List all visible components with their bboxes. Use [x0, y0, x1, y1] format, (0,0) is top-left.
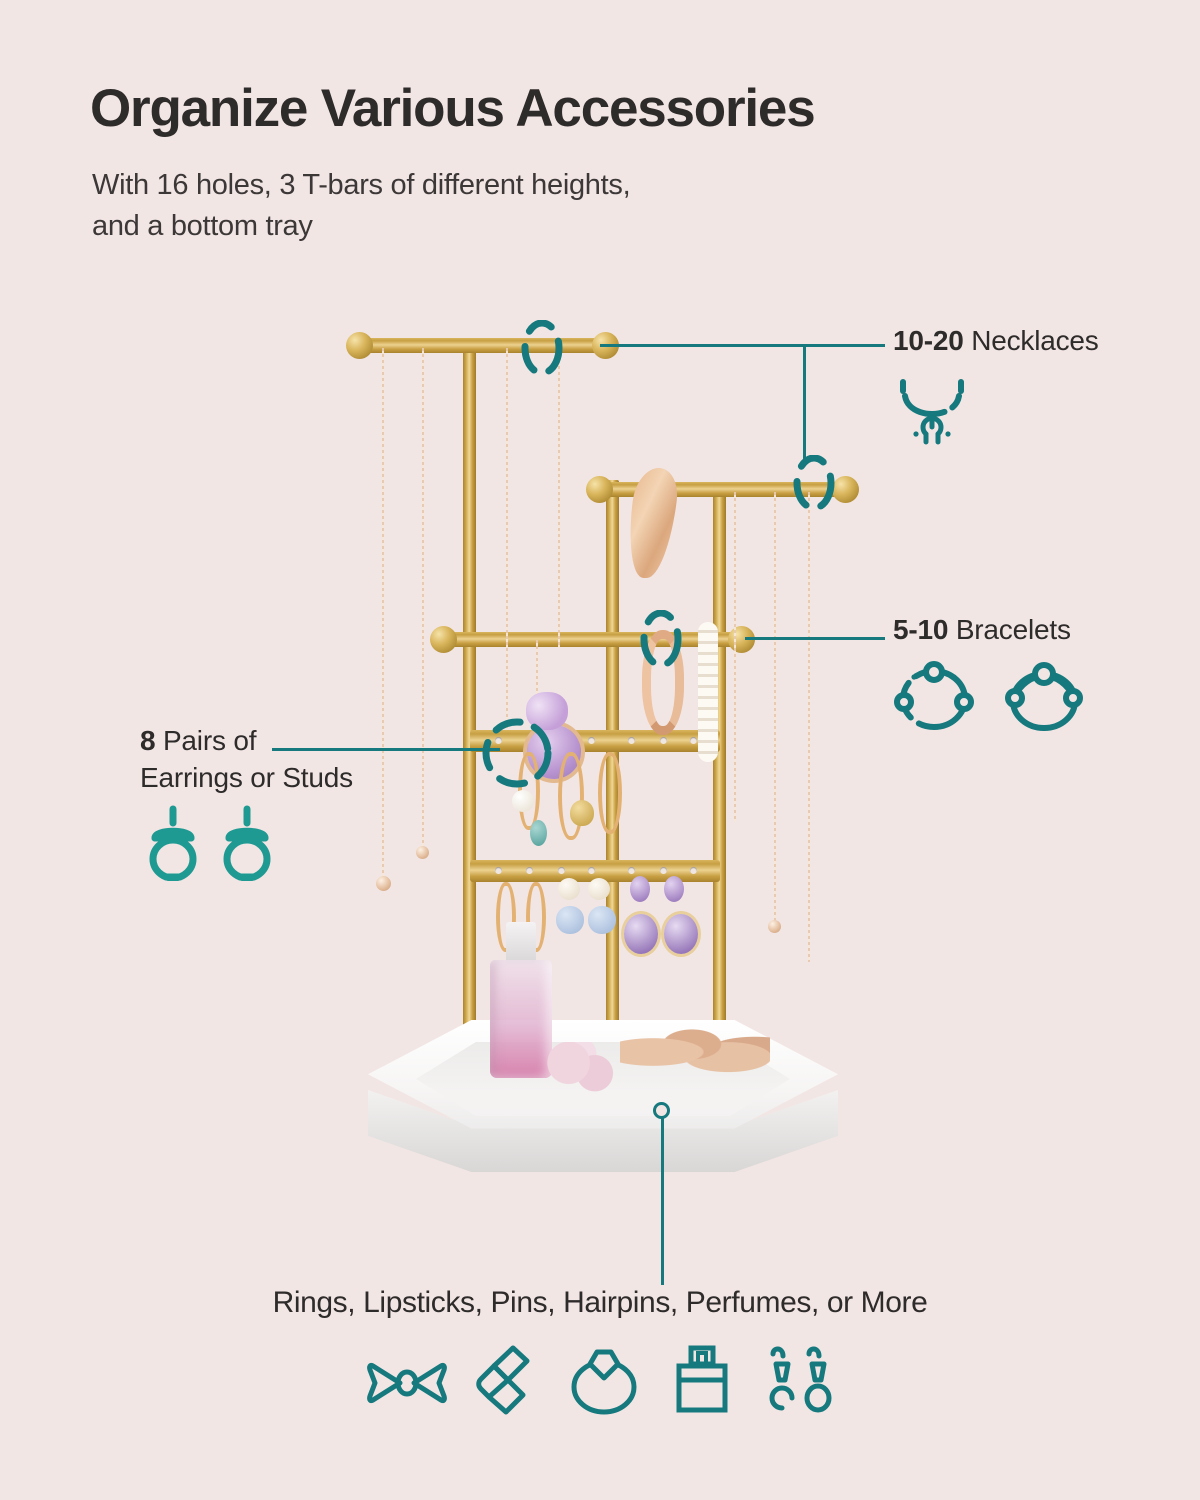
callout-earrings-count: 8: [140, 725, 156, 756]
post-right: [713, 490, 726, 1038]
tray-anchor-dot: [653, 1102, 670, 1119]
gold-bell-charm: [570, 800, 594, 826]
earring-hole: [690, 737, 697, 744]
callout-bracelets-count: 5-10: [893, 614, 949, 645]
post-left: [463, 344, 476, 1044]
highlight-ring-bracelet: [640, 610, 682, 668]
earring-hole: [588, 737, 595, 744]
hoop-earring: [598, 752, 622, 834]
earring-icon-group: [140, 805, 280, 881]
amethyst-stud-earring: [664, 876, 684, 902]
earring-hole: [526, 867, 533, 874]
blue-gem-earring: [556, 906, 584, 934]
perfume-bottle-cap: [506, 922, 536, 964]
earring-hole: [660, 737, 667, 744]
callout-necklaces: 10-20 Necklaces: [893, 325, 1099, 357]
necklace-chain: [558, 348, 560, 648]
hoop-earring: [526, 882, 546, 952]
leader-line-necklaces: [600, 344, 885, 347]
bottom-icon-group: [0, 1340, 1200, 1416]
perfume-bottle: [490, 960, 552, 1078]
t-bar-top: [360, 338, 608, 353]
amethyst-drop-earring: [624, 914, 658, 954]
earring-stud-icon: [223, 805, 271, 881]
necklace-chain: [734, 492, 736, 822]
ring-icon: [571, 1349, 637, 1415]
callout-earrings: 8 Pairs of Earrings or Studs: [140, 722, 353, 796]
necklace-pendant: [376, 876, 391, 891]
jewelry-stand-illustration: [330, 300, 890, 1172]
hair-bow-icon: [367, 1362, 447, 1404]
leader-line-tray: [661, 1110, 664, 1285]
necklace-chain: [506, 348, 508, 728]
pearl-bracelet: [698, 622, 718, 762]
earring-hole: [690, 867, 697, 874]
lipstick-icon: [476, 1345, 530, 1415]
callout-earrings-label-line1: Pairs of: [155, 725, 257, 756]
rings-pile: [620, 1020, 770, 1084]
necklace-chain: [382, 348, 384, 878]
bracelet-beaded-icon: [894, 661, 974, 730]
blue-gem-earring: [588, 906, 616, 934]
t-bar-middle-ball-left: [586, 476, 613, 503]
page-subtitle: With 16 holes, 3 T-bars of different hei…: [92, 169, 631, 243]
highlight-ring-earring-hole: [482, 718, 552, 788]
bracelet-icon-group: [892, 660, 1086, 734]
hoop-earring: [558, 752, 584, 840]
teal-gem-pendant: [530, 820, 547, 846]
bottom-caption: Rings, Lipsticks, Pins, Hairpins, Perfum…: [272, 1286, 928, 1319]
t-bar-middle-ball-right: [832, 476, 859, 503]
earring-hole: [628, 737, 635, 744]
leader-line-necklaces-branch: [803, 344, 806, 464]
highlight-ring-necklace-mid: [793, 455, 835, 511]
necklace-chain: [808, 492, 810, 962]
leader-line-bracelets: [745, 637, 885, 640]
earring-hole-bar-lower: [470, 860, 720, 882]
necklace-pendant: [768, 920, 781, 933]
t-bar-top-ball-left: [346, 332, 373, 359]
bracelet-chain-icon: [1005, 662, 1083, 731]
necklace-chain: [774, 492, 776, 922]
amethyst-stud-earring: [630, 876, 650, 902]
amethyst-drop-earring: [664, 914, 698, 954]
earring-hole: [558, 867, 565, 874]
pearl-drop: [512, 790, 534, 812]
perfume-bottle-icon: [676, 1345, 728, 1413]
crystal-flower: [544, 1042, 626, 1094]
floral-pendant: [526, 692, 568, 730]
earring-hole: [660, 867, 667, 874]
leader-line-earrings: [272, 748, 500, 751]
heart-stud-earring: [588, 878, 610, 900]
earring-hole: [495, 867, 502, 874]
t-bar-lower: [442, 632, 742, 647]
rose-gold-bangle: [642, 630, 684, 735]
necklace-icon-group: [890, 372, 974, 450]
earring-hole: [588, 867, 595, 874]
callout-necklaces-count: 10-20: [893, 325, 964, 356]
callout-earrings-label-line2: Earrings or Studs: [140, 762, 353, 794]
t-bar-lower-ball-left: [430, 626, 457, 653]
callout-bracelets-label: Bracelets: [948, 614, 1071, 645]
earring-hole: [628, 867, 635, 874]
necklace-icon: [900, 379, 964, 445]
earrings-pair-icon: [769, 1346, 832, 1413]
earring-stud-icon: [149, 805, 197, 881]
page-title: Organize Various Accessories: [90, 79, 816, 138]
necklace-pendant: [416, 846, 429, 859]
necklace-chain: [422, 348, 424, 848]
callout-necklaces-label: Necklaces: [963, 325, 1099, 356]
earring-hole: [495, 737, 502, 744]
highlight-ring-necklace-top: [521, 320, 563, 376]
heart-stud-earring: [558, 878, 580, 900]
callout-bracelets: 5-10 Bracelets: [893, 614, 1071, 646]
